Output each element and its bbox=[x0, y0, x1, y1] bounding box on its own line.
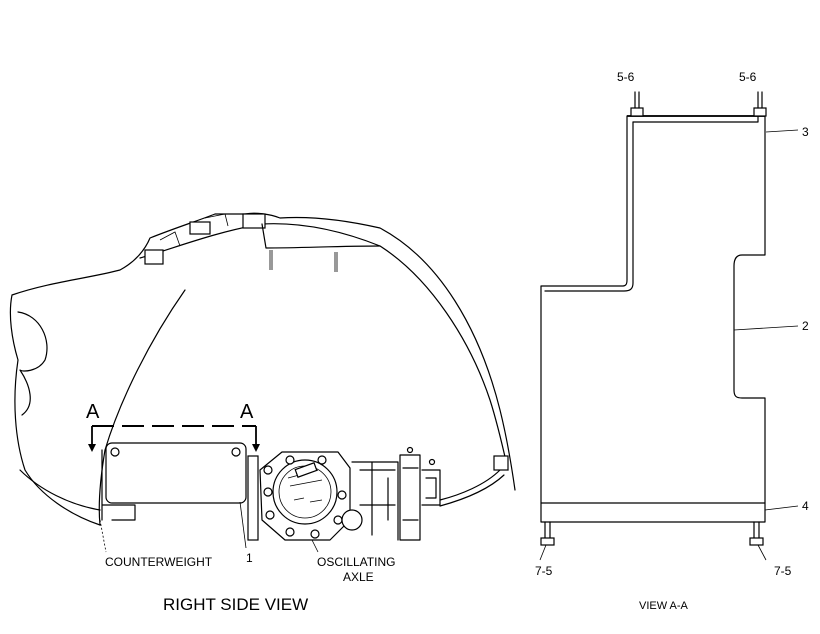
callout-5-6-right: 5-6 bbox=[739, 70, 757, 84]
hydraulic-hose bbox=[439, 474, 505, 507]
callout-2-leader bbox=[733, 325, 799, 331]
housing-inner-curve bbox=[98, 289, 186, 526]
section-label-right: A bbox=[240, 401, 254, 423]
bottom-bolt-right bbox=[749, 521, 764, 546]
right-side-view-drawing: A A 1 COUNTERWEIGHT bbox=[9, 212, 516, 614]
counterweight-label: COUNTERWEIGHT bbox=[105, 555, 213, 569]
counterweight-bolt bbox=[110, 447, 120, 457]
callout-4: 4 bbox=[802, 499, 809, 513]
part-1-plate bbox=[247, 455, 259, 541]
callout-4-leader bbox=[764, 505, 799, 511]
hood-fitting bbox=[144, 249, 164, 265]
frame-pin bbox=[406, 446, 414, 454]
view-aa-title: VIEW A-A bbox=[639, 600, 689, 612]
hood-fitting bbox=[189, 221, 211, 235]
view-aa-drawing: 5-6 5-6 7-5 7-5 3 2 4 VIEW A-A bbox=[535, 70, 809, 612]
rear-housing-outline bbox=[9, 212, 516, 526]
oscillating-label-line2: AXLE bbox=[343, 570, 374, 584]
section-arrowhead-left bbox=[88, 444, 96, 452]
oscillating-label-line1: OSCILLATING bbox=[317, 555, 395, 569]
counterweight-leader bbox=[99, 519, 107, 553]
section-label-left: A bbox=[86, 401, 100, 423]
part-1-leader bbox=[239, 501, 247, 549]
callout-1: 1 bbox=[246, 551, 253, 565]
counterweight-block bbox=[105, 442, 247, 504]
counterweight-bolt bbox=[231, 447, 241, 457]
callout-7-5-left: 7-5 bbox=[535, 564, 553, 578]
hood-studs bbox=[269, 250, 338, 272]
callout-2: 2 bbox=[802, 319, 809, 333]
rear-lower-edge bbox=[19, 469, 101, 511]
bottom-bolt-left bbox=[540, 521, 555, 546]
right-side-view-title: RIGHT SIDE VIEW bbox=[163, 595, 308, 614]
callout-7-5-right: 7-5 bbox=[774, 564, 792, 578]
hood-seam bbox=[261, 223, 381, 249]
hydraulic-hose bbox=[439, 469, 501, 501]
callout-7-5-right-leader bbox=[757, 544, 767, 561]
frame-linkage bbox=[351, 454, 441, 541]
callout-3: 3 bbox=[802, 125, 809, 139]
counterweight-profile bbox=[540, 115, 766, 523]
profile-inner-edge-right bbox=[632, 115, 759, 123]
oscillating-axle bbox=[259, 451, 363, 541]
callout-7-5-left-leader bbox=[539, 544, 547, 561]
top-bolt-right bbox=[753, 91, 767, 117]
hood-fitting bbox=[242, 213, 266, 229]
counterweight-mount bbox=[101, 449, 136, 521]
callout-5-6-left: 5-6 bbox=[617, 70, 635, 84]
rear-lamp-recess bbox=[17, 311, 48, 416]
profile-inner-edge bbox=[544, 121, 634, 292]
section-arrowhead-right bbox=[252, 444, 260, 452]
hose-fitting bbox=[493, 455, 509, 471]
oscillating-leader bbox=[311, 539, 319, 553]
hood-inner-contour bbox=[139, 223, 509, 471]
hood-hinge bbox=[159, 213, 229, 247]
callout-3-leader bbox=[765, 129, 799, 133]
frame-pin bbox=[428, 458, 436, 466]
top-bolt-left bbox=[630, 91, 644, 117]
